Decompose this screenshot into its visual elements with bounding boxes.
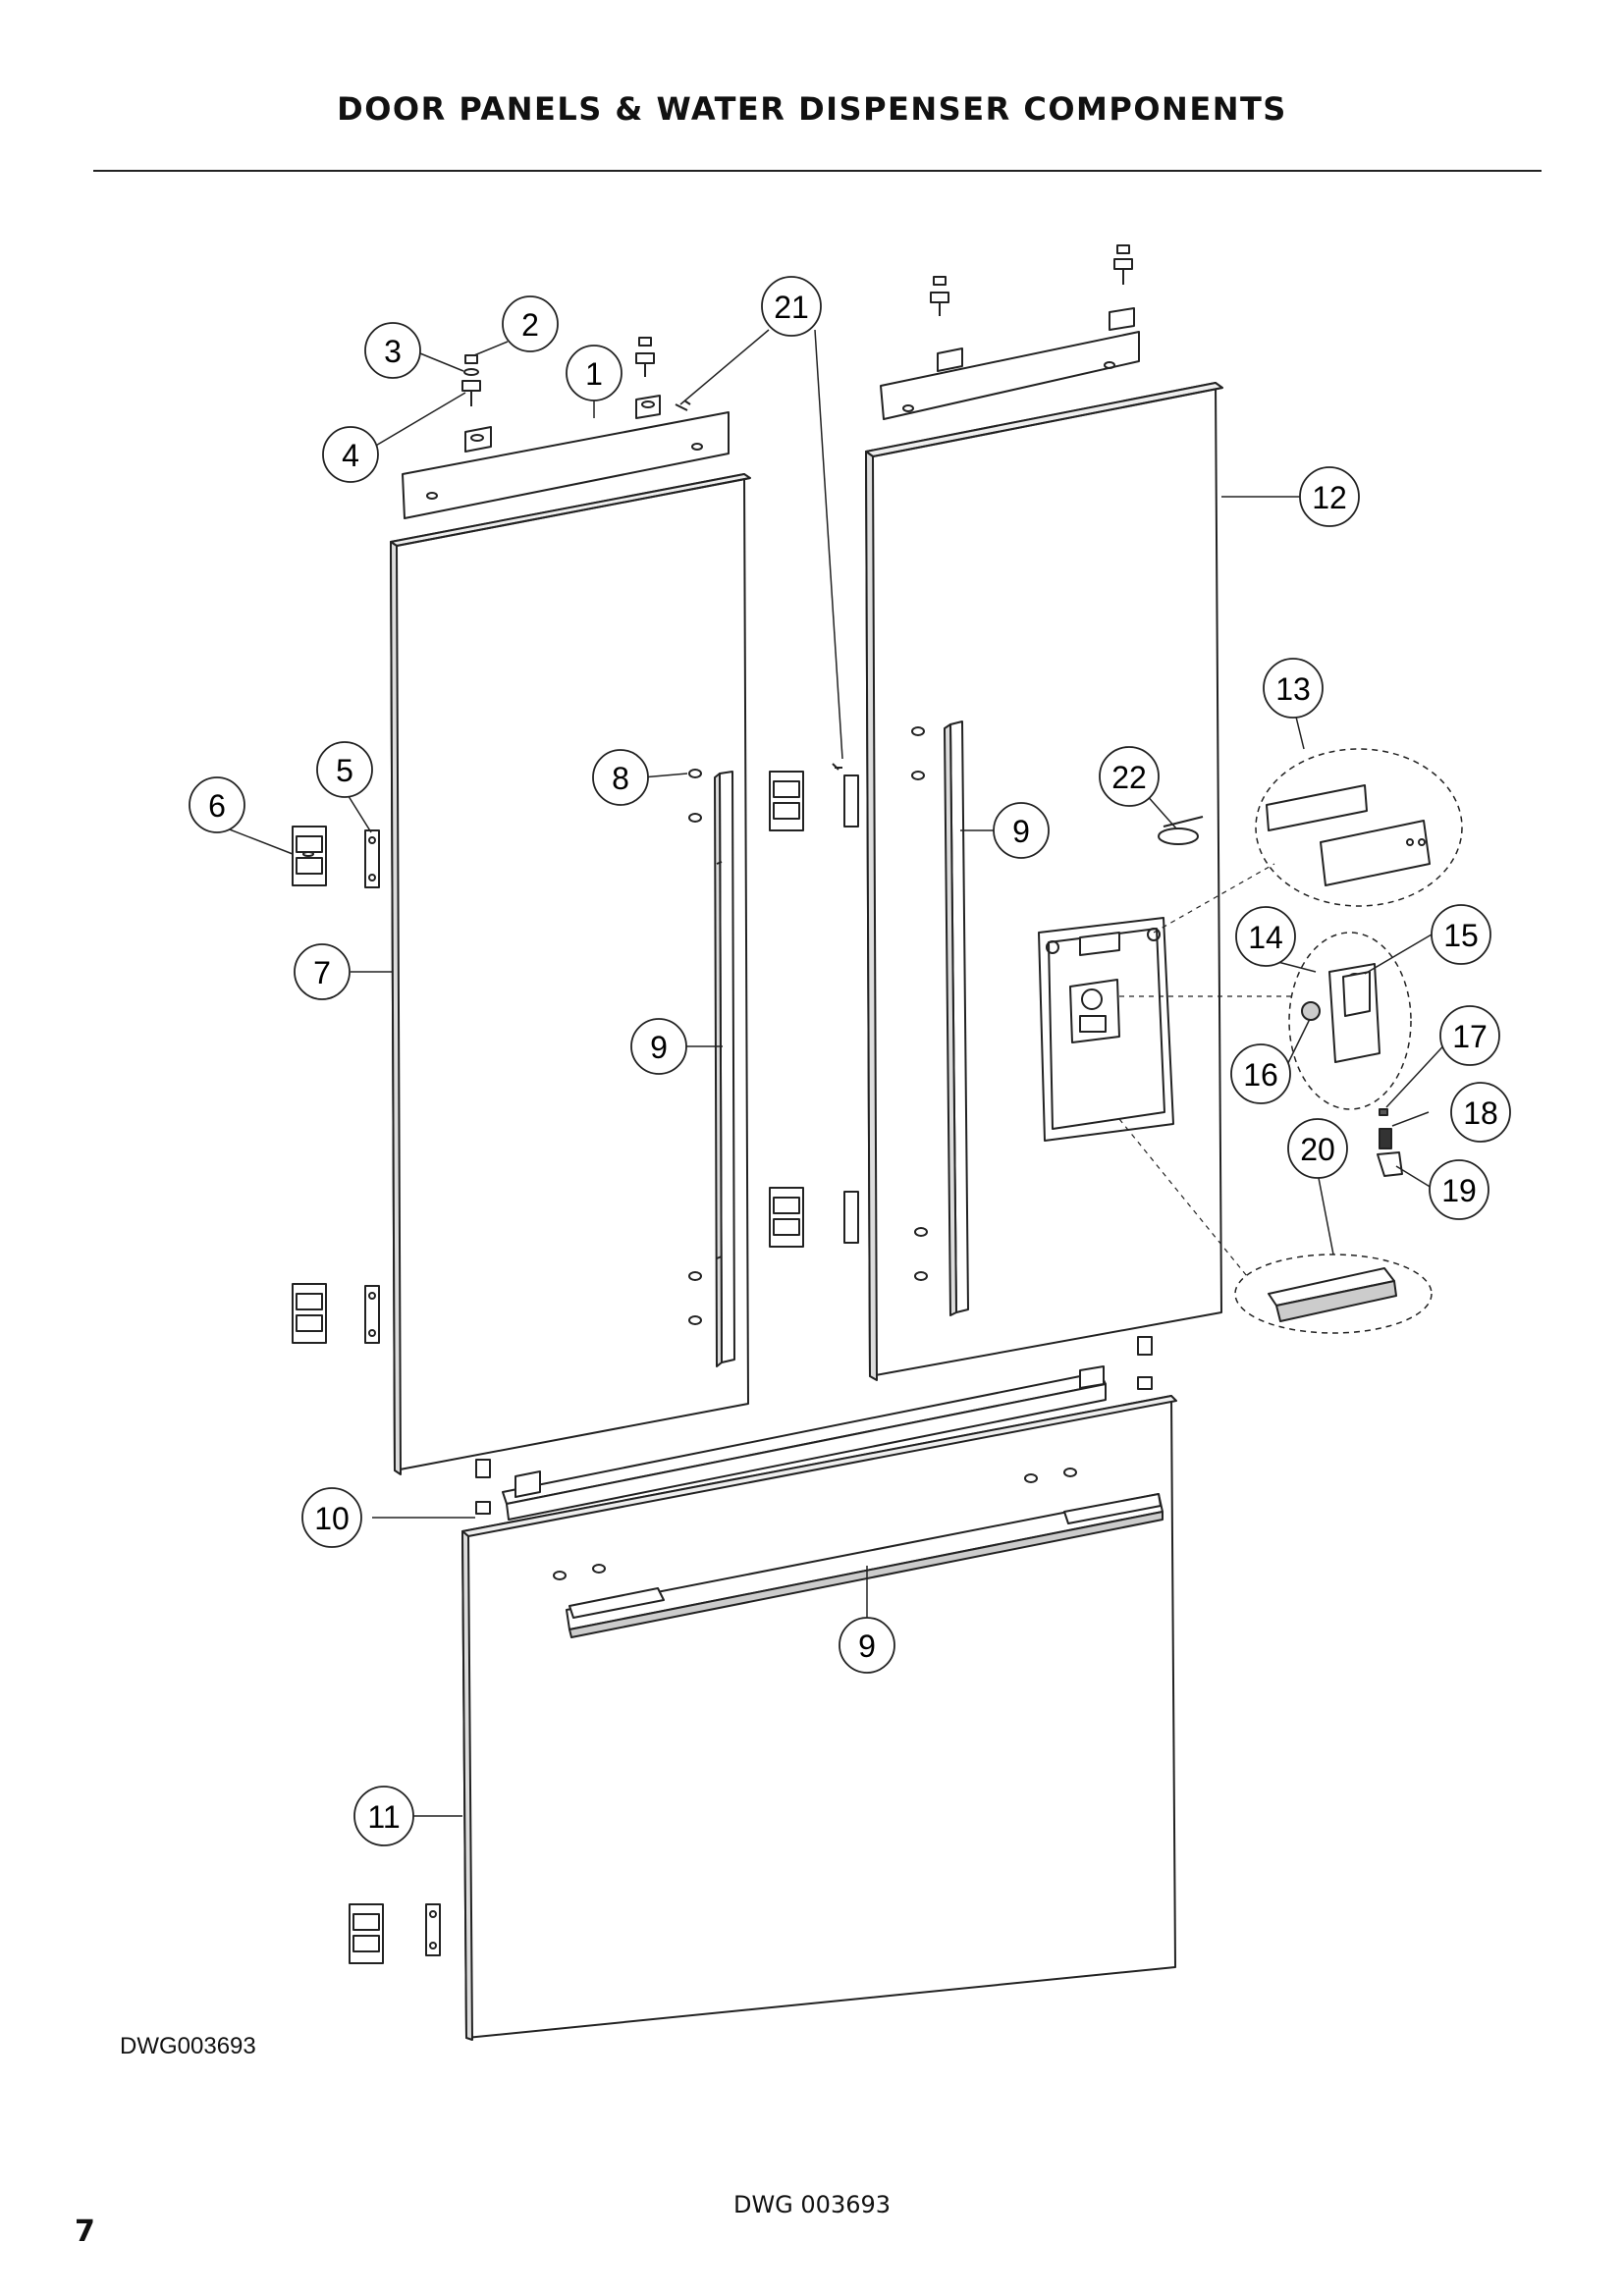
- callout-10: 10: [301, 1487, 362, 1548]
- bottom-drawer-bracket: [475, 1336, 1153, 1521]
- callout-9-drawer: 9: [839, 1617, 895, 1674]
- callout-5: 5: [316, 741, 373, 798]
- svg-text:5: 5: [336, 753, 353, 788]
- svg-text:18: 18: [1463, 1095, 1498, 1131]
- svg-text:9: 9: [858, 1629, 876, 1664]
- footer-drawing-number: DWG 003693: [732, 2191, 892, 2218]
- dispenser-wire-harness: [1158, 816, 1204, 845]
- svg-text:13: 13: [1275, 671, 1311, 707]
- svg-text:11: 11: [367, 1799, 400, 1835]
- bottom-drawer-hinge-blocks: [349, 1903, 441, 1964]
- svg-text:22: 22: [1111, 760, 1147, 795]
- callout-bubbles: 1 2 3 4 5 6 7 8 9 9 9 10 11 12 13 14 15 …: [189, 276, 1511, 1846]
- callout-14: 14: [1235, 906, 1296, 967]
- left-hinge-pin-assembly: [461, 337, 691, 411]
- callout-9-right: 9: [993, 802, 1050, 859]
- svg-text:4: 4: [342, 438, 359, 473]
- callout-21: 21: [761, 276, 822, 337]
- module-dashed-leaders: [1118, 863, 1296, 1277]
- callout-9-left: 9: [630, 1018, 687, 1075]
- callout-8: 8: [592, 749, 649, 806]
- svg-text:17: 17: [1452, 1019, 1488, 1054]
- dispenser-small-parts: [1377, 1108, 1403, 1177]
- drip-tray-module: [1234, 1254, 1433, 1334]
- callout-7: 7: [294, 943, 351, 1000]
- callout-6: 6: [189, 776, 245, 833]
- svg-text:15: 15: [1443, 918, 1479, 953]
- callout-11: 11: [353, 1786, 414, 1846]
- right-top-hinge-bracket: [880, 244, 1140, 420]
- svg-text:12: 12: [1312, 480, 1347, 515]
- water-dispenser-housing: [1038, 917, 1174, 1142]
- callout-1: 1: [566, 345, 623, 401]
- left-upper-door-panel: [390, 473, 751, 1475]
- callout-18: 18: [1450, 1082, 1511, 1143]
- dispenser-control-module: [1255, 748, 1463, 907]
- bottom-drawer-handle: [553, 1468, 1164, 1638]
- svg-text:7: 7: [313, 955, 331, 990]
- svg-text:14: 14: [1248, 920, 1283, 955]
- left-top-hinge-bracket: [402, 395, 730, 519]
- page-title: DOOR PANELS & WATER DISPENSER COMPONENTS: [337, 90, 1287, 128]
- callout-17: 17: [1439, 1005, 1500, 1066]
- callout-3: 3: [364, 322, 421, 379]
- svg-text:3: 3: [384, 334, 402, 369]
- bottom-drawer-panel: [461, 1395, 1177, 2041]
- callout-leader-lines: [216, 329, 1452, 1817]
- left-door-handle: [688, 769, 735, 1367]
- svg-text:8: 8: [612, 761, 629, 796]
- svg-text:10: 10: [314, 1501, 350, 1536]
- page-number: 7: [75, 2215, 95, 2249]
- dispenser-paddle-module: [1288, 932, 1412, 1110]
- svg-text:6: 6: [208, 788, 226, 824]
- callout-4: 4: [322, 426, 379, 483]
- svg-text:9: 9: [650, 1030, 668, 1065]
- svg-text:1: 1: [585, 356, 603, 392]
- svg-text:16: 16: [1243, 1057, 1278, 1093]
- center-hinge-blocks: [769, 763, 859, 1248]
- callout-2: 2: [502, 295, 559, 352]
- callout-12: 12: [1299, 466, 1360, 527]
- svg-text:2: 2: [521, 307, 539, 343]
- svg-text:20: 20: [1300, 1132, 1335, 1167]
- callout-13: 13: [1263, 658, 1324, 719]
- header-rule: [93, 170, 1542, 172]
- svg-text:21: 21: [774, 290, 809, 325]
- right-door-handle: [911, 721, 969, 1316]
- callout-19: 19: [1429, 1159, 1489, 1220]
- callout-20: 20: [1287, 1118, 1348, 1179]
- callout-15: 15: [1431, 904, 1491, 965]
- drawing-code-label: DWG003693: [120, 2033, 256, 2059]
- right-upper-door-panel: [865, 382, 1223, 1381]
- callout-22: 22: [1099, 746, 1160, 807]
- svg-text:9: 9: [1012, 814, 1030, 849]
- callout-16: 16: [1230, 1043, 1291, 1104]
- svg-text:19: 19: [1441, 1173, 1477, 1208]
- left-door-hinge-blocks: [292, 826, 380, 1344]
